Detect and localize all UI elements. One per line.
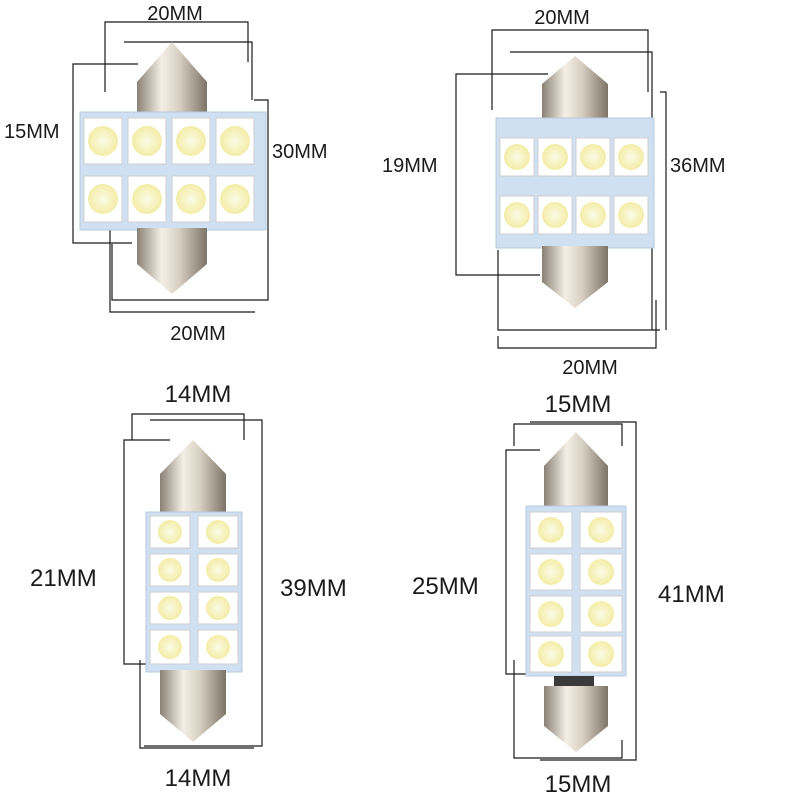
led-chip xyxy=(132,126,162,156)
led-chip xyxy=(542,202,568,228)
metal-cap-bottom xyxy=(544,676,608,752)
led-chip xyxy=(588,517,614,543)
top-width-label: 15MM xyxy=(545,391,612,418)
led-chip xyxy=(206,596,230,620)
metal-cap-top xyxy=(137,42,207,116)
metal-cap-top xyxy=(544,432,608,510)
led-chip xyxy=(158,635,182,659)
bottom-width-label: 20MM xyxy=(562,357,618,379)
led-grid xyxy=(499,137,649,235)
top-width-label: 14MM xyxy=(165,381,232,408)
led-chip xyxy=(206,520,230,544)
right-length-label: 39MM xyxy=(280,575,347,602)
led-chip xyxy=(538,559,564,585)
dimension-lines xyxy=(72,21,269,313)
led-chip xyxy=(542,144,568,170)
metal-cap-bottom xyxy=(542,246,608,308)
metal-cap-bottom xyxy=(137,228,207,294)
led-chip xyxy=(220,184,250,214)
led-chip xyxy=(158,558,182,582)
led-chip xyxy=(88,126,118,156)
right-length-label: 41MM xyxy=(658,581,725,608)
left-length-label: 19MM xyxy=(382,155,438,177)
bulb-31mm: 20MM 15MM 30MM 20MM xyxy=(4,3,328,345)
left-length-label: 21MM xyxy=(30,565,97,592)
top-width-label: 20MM xyxy=(534,7,590,29)
led-chip xyxy=(206,635,230,659)
led-chip xyxy=(580,144,606,170)
metal-cap-top xyxy=(542,56,608,122)
top-width-label: 20MM xyxy=(147,3,203,25)
right-length-label: 36MM xyxy=(670,155,726,177)
metal-cap-top xyxy=(160,440,226,514)
bottom-width-label: 15MM xyxy=(545,771,612,798)
led-chip xyxy=(588,641,614,667)
led-chip xyxy=(588,601,614,627)
led-chip xyxy=(538,601,564,627)
right-length-label: 30MM xyxy=(272,141,328,163)
led-chip xyxy=(132,184,162,214)
left-length-label: 15MM xyxy=(4,121,60,143)
bottom-width-label: 14MM xyxy=(165,765,232,792)
led-chip xyxy=(588,559,614,585)
led-chip xyxy=(580,202,606,228)
led-chip xyxy=(618,144,644,170)
bulb-36mm: 20MM 19MM 36MM 20MM xyxy=(382,7,726,379)
led-grid xyxy=(149,515,239,665)
led-chip xyxy=(220,126,250,156)
led-chip xyxy=(504,144,530,170)
led-chip xyxy=(88,184,118,214)
led-chip xyxy=(176,126,206,156)
led-chip xyxy=(538,517,564,543)
left-length-label: 25MM xyxy=(412,573,479,600)
led-chip xyxy=(618,202,644,228)
led-chip xyxy=(504,202,530,228)
led-grid xyxy=(529,511,623,673)
resistor xyxy=(554,676,594,686)
bulb-39mm: 14MM 21MM 39MM 14MM xyxy=(30,381,347,792)
led-chip xyxy=(206,558,230,582)
led-chip xyxy=(538,641,564,667)
metal-cap-bottom xyxy=(160,670,226,742)
led-chip xyxy=(176,184,206,214)
bottom-width-label: 20MM xyxy=(170,323,226,345)
dimension-lines xyxy=(123,413,263,749)
led-grid xyxy=(83,117,255,223)
led-chip xyxy=(158,520,182,544)
led-chip xyxy=(158,596,182,620)
bulb-41mm: 15MM 25MM 41MM 15MM xyxy=(412,391,725,798)
dimension-lines xyxy=(505,421,637,761)
